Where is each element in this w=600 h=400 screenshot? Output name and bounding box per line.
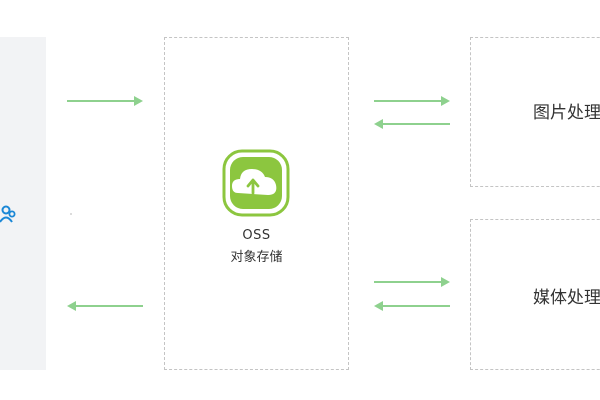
oss-title: OSS [242,228,271,243]
image-processing-label: 图片处理 [533,103,600,123]
cloud-upload-icon [222,149,290,217]
oss-subtitle: 对象存储 [230,250,283,265]
arrow-client-to-oss [67,95,143,107]
user-group-icon [0,205,16,231]
arrow-oss-to-image-processing [374,95,450,107]
divider-dot [70,213,72,215]
arrow-oss-to-client [67,300,143,312]
media-processing-label: 媒体处理 [533,288,600,308]
arrow-image-processing-to-oss [374,118,450,130]
client-panel [0,37,46,370]
arrow-oss-to-media-processing [374,276,450,288]
image-processing-box [470,37,600,187]
media-processing-box [470,219,600,370]
arrow-media-processing-to-oss [374,300,450,312]
